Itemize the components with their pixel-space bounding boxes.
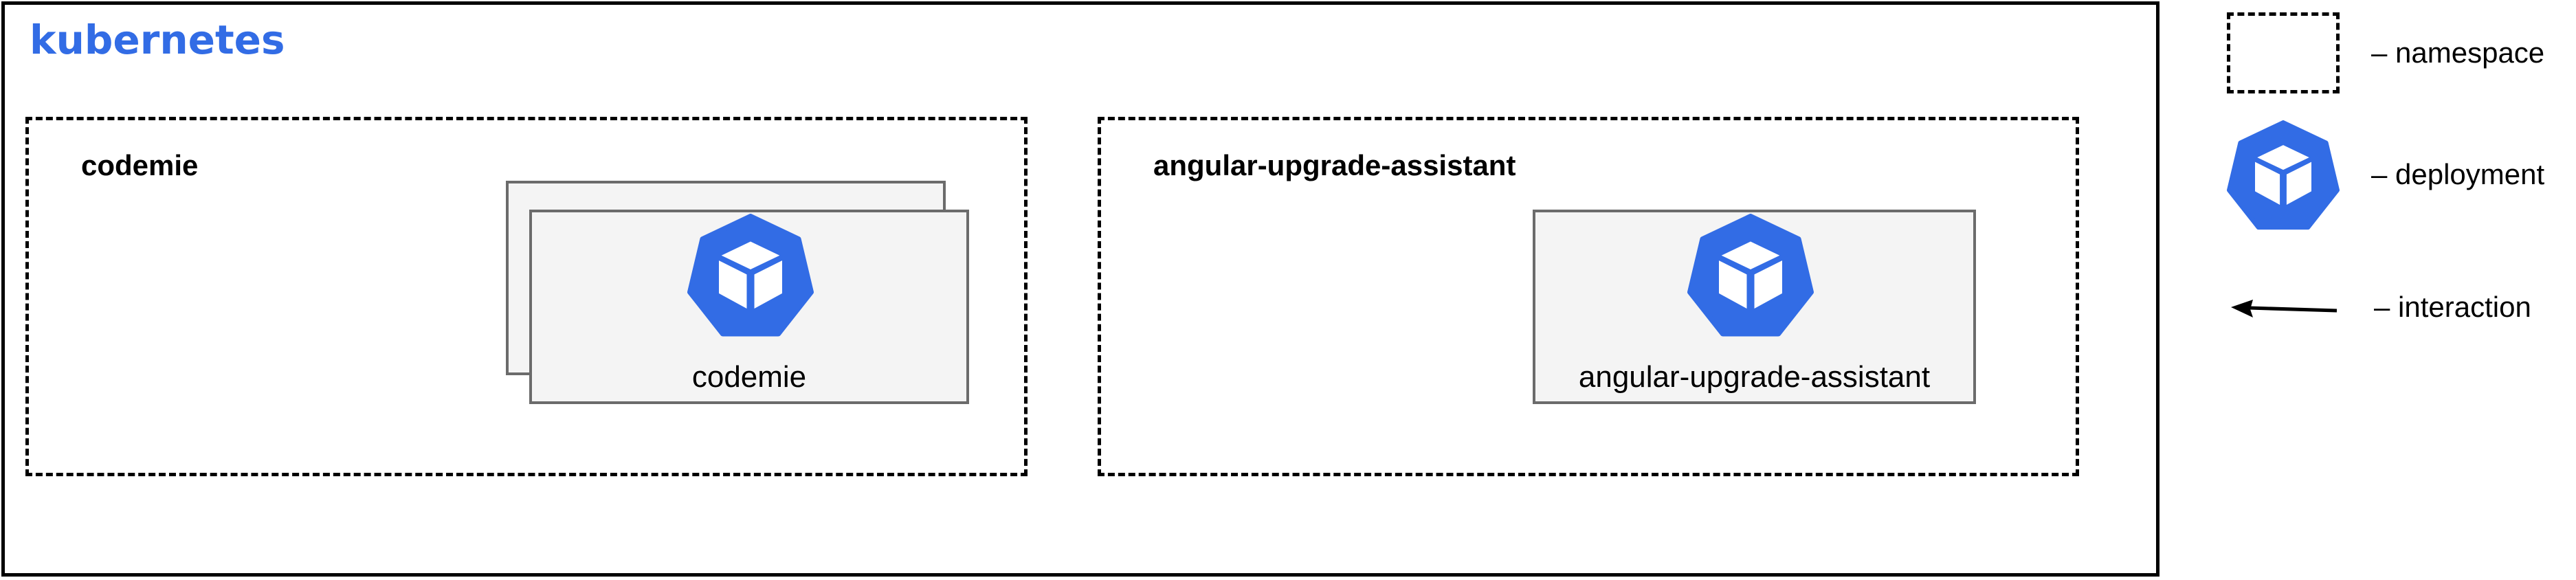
namespace-swatch bbox=[2227, 12, 2340, 93]
kubernetes-deployment-icon bbox=[2227, 120, 2340, 233]
namespace-angular-upgrade-assistant: angular-upgrade-assistant angular-upgrad… bbox=[1098, 117, 2079, 476]
deployment-label: angular-upgrade-assistant bbox=[1578, 360, 1931, 394]
namespace-codemie: codemie codemie bbox=[25, 117, 1028, 476]
namespace-label: angular-upgrade-assistant bbox=[1153, 149, 1516, 181]
deployment-codemie: codemie bbox=[529, 210, 969, 404]
namespace-label: codemie bbox=[81, 149, 199, 181]
kubernetes-deployment-icon bbox=[687, 214, 814, 340]
cluster-title: kubernetes bbox=[30, 16, 285, 63]
legend-namespace-text: – namespace bbox=[2371, 36, 2545, 69]
arrow-left-icon bbox=[2231, 300, 2338, 317]
deployment-label: codemie bbox=[691, 360, 807, 394]
legend-deployment-text: – deployment bbox=[2371, 158, 2545, 190]
deployment-angular-upgrade-assistant: angular-upgrade-assistant bbox=[1533, 210, 1976, 404]
kubernetes-cluster: kubernetes codemie codemie angular-upgra… bbox=[1, 1, 2159, 577]
legend-interaction-text: – interaction bbox=[2374, 291, 2531, 323]
kubernetes-deployment-icon bbox=[1687, 214, 1814, 340]
